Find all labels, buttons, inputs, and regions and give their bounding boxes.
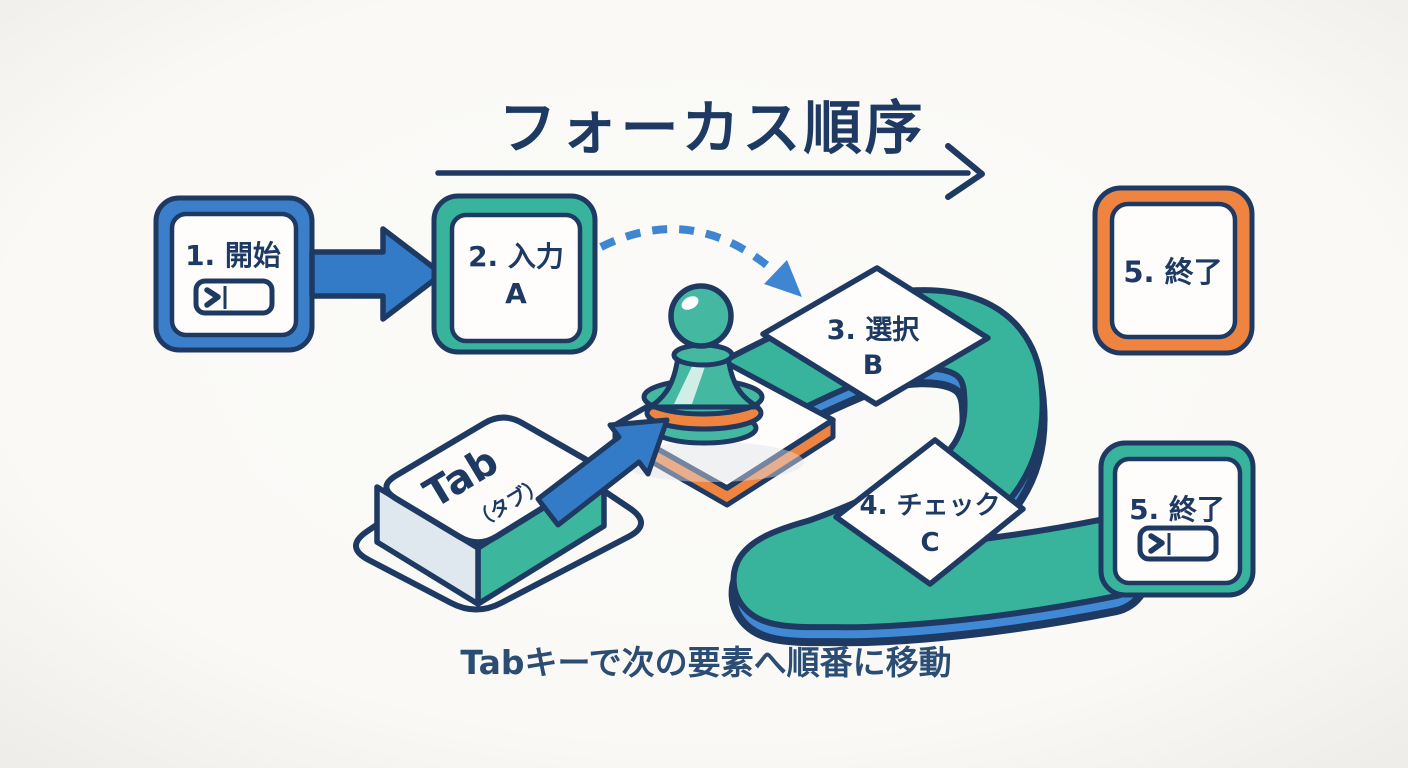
step-3-sublabel: B (863, 350, 884, 381)
input-field-icon (1137, 525, 1219, 562)
step-1-start-box: 1. 開始 (153, 195, 315, 353)
step-5-top-label: 5. 終了 (1123, 255, 1222, 289)
step-2-input-box: 2. 入力 A (431, 193, 598, 355)
step-4-label: 4. チェック (859, 491, 1000, 521)
step-2-label: 2. 入力 (468, 240, 564, 273)
step-3-selection-diamond: 3. 選択 B (760, 265, 991, 407)
step-2-sublabel: A (505, 277, 527, 310)
pawn-icon (620, 283, 804, 482)
step-5-bottom-label: 5. 終了 (1129, 493, 1225, 526)
step-4-check-diamond: 4. チェック C (833, 437, 1026, 587)
dashed-jump-arrow-icon (599, 225, 802, 297)
step-4-sublabel: C (920, 528, 939, 558)
step-5-end-box-bottom: 5. 終了 (1098, 440, 1256, 598)
step-1-label: 1. 開始 (185, 239, 281, 272)
step-3-label: 3. 選択 (827, 315, 920, 346)
arrow-right-icon (309, 226, 445, 322)
tab-to-platform-arrow-icon (535, 417, 670, 528)
input-field-icon (193, 278, 275, 316)
title-direction-arrow (435, 143, 985, 200)
caption: Tabキーで次の要素へ順番に移動 (460, 643, 951, 682)
page-title: フォーカス順序 (498, 94, 925, 162)
step-5-end-box-top: 5. 終了 (1092, 185, 1255, 356)
